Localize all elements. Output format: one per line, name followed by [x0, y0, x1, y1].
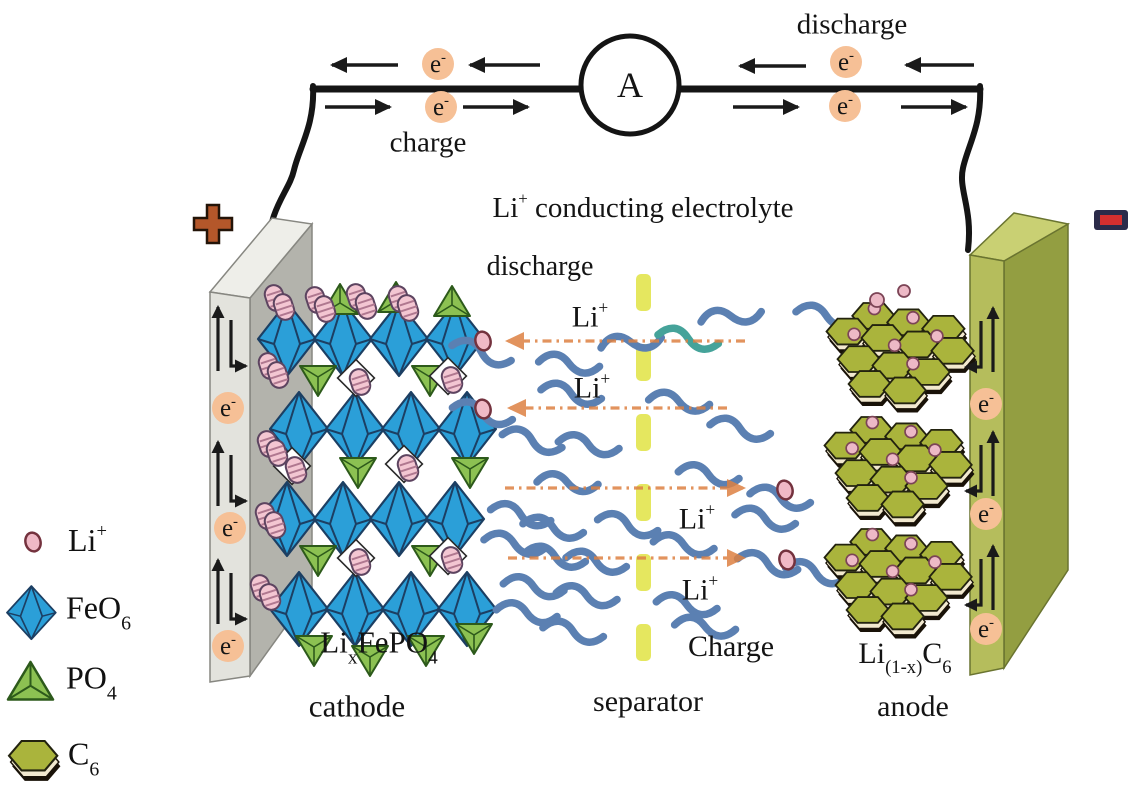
legend-label-feo6: FeO6 [66, 589, 132, 635]
electrolyte-molecules [450, 302, 857, 645]
electron-badge-wire-4: e- [829, 90, 861, 122]
legend-label-li: Li+ [68, 521, 107, 558]
electrolyte-heading: Li+ conducting electrolyte [492, 189, 794, 224]
li-label-discharge-2: Li+ [573, 368, 611, 405]
electron-badge-anode-1: e- [970, 388, 1002, 420]
positive-terminal-icon [192, 203, 234, 245]
negative-terminal-icon [1094, 210, 1128, 230]
legend-label-c6: C6 [68, 735, 100, 781]
graphite-anode-stacks [825, 284, 977, 638]
electron-badge-cathode-1: e- [212, 392, 244, 424]
legend-li-icon [22, 529, 44, 555]
cathode-formula: LixFePO4 [320, 624, 438, 668]
li-label-charge-1: Li+ [678, 499, 716, 536]
anode-formula: Li(1-x)C6 [858, 637, 952, 679]
wire-electron-arrows [325, 57, 974, 115]
electron-badge-wire-2: e- [425, 91, 457, 123]
ammeter-icon [578, 33, 682, 137]
anode-current-collector [968, 212, 1071, 676]
ammeter-label: A [617, 65, 643, 105]
separator-label: separator [593, 685, 703, 718]
electron-badge-wire-1: e- [422, 48, 454, 80]
discharge-mid-label: discharge [486, 251, 594, 282]
li-transport-arrows [505, 332, 746, 567]
charge-label: charge [389, 126, 467, 159]
legend-label-po4: PO4 [66, 659, 117, 705]
separator-dashes [636, 274, 651, 661]
discharge-top-label: discharge [796, 8, 908, 41]
electron-badge-cathode-2: e- [214, 512, 246, 544]
legend-c6-icon [7, 739, 62, 782]
anode-electron-arrows [964, 306, 1000, 612]
floating-li-ions [869, 284, 911, 308]
legend-feo6-icon [6, 585, 57, 641]
anode-name-label: anode [877, 690, 949, 723]
cathode-name-label: cathode [308, 688, 406, 724]
li-label-charge-2: Li+ [681, 570, 719, 607]
electron-badge-anode-3: e- [970, 613, 1002, 645]
electron-badge-wire-3: e- [830, 46, 862, 78]
electron-badge-cathode-3: e- [212, 630, 244, 662]
charge-mid-label: Charge [687, 630, 775, 663]
electron-badge-anode-2: e- [970, 498, 1002, 530]
legend-po4-icon [6, 660, 55, 701]
cathode-electron-arrows [211, 305, 248, 626]
li-label-discharge-1: Li+ [571, 297, 609, 334]
